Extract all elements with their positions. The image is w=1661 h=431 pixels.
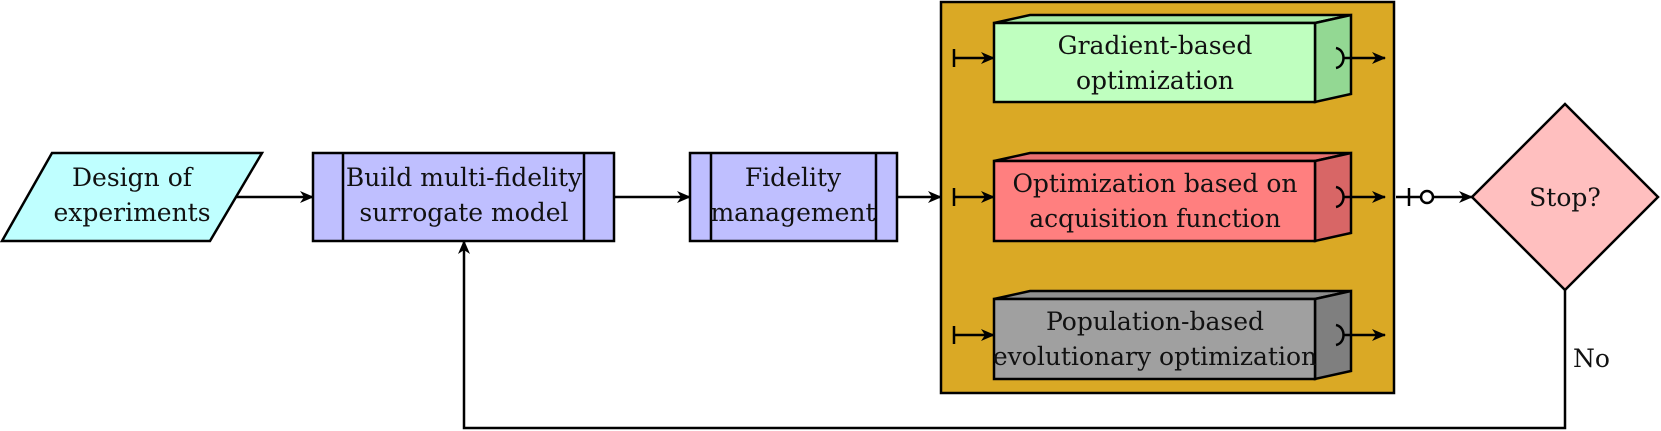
arrow-optimizers-to-stop <box>1396 188 1473 206</box>
acquisition-label-line2: acquisition function <box>1029 204 1281 233</box>
gradient-front-face <box>992 21 1317 104</box>
gradient-optimization-node: Gradient-based optimization <box>992 13 1353 104</box>
doe-shape <box>0 151 265 243</box>
surrogate-label-line2: surrogate model <box>359 198 568 227</box>
gradient-output-port <box>1335 46 1386 70</box>
gradient-label-line1: Gradient-based <box>1058 31 1253 60</box>
population-label-line1: Population-based <box>1046 307 1264 336</box>
surrogate-shape <box>311 151 616 243</box>
gradient-input-port <box>952 49 995 67</box>
population-front-face <box>992 297 1317 381</box>
acquisition-optimization-node: Optimization based on acquisition functi… <box>992 151 1353 243</box>
population-input-port <box>952 326 995 344</box>
doe-label-line1: Design of <box>72 163 194 192</box>
fidelity-label-line1: Fidelity <box>745 163 842 192</box>
population-output-port <box>1335 323 1386 347</box>
stop-decision-node: Stop? <box>1470 102 1660 292</box>
acquisition-output-port <box>1335 185 1386 209</box>
acquisition-label-line1: Optimization based on <box>1012 169 1297 198</box>
surrogate-model-node: Build multi-fidelity surrogate model <box>311 151 616 243</box>
acquisition-input-port <box>952 188 995 206</box>
feedback-loop-arrow <box>458 240 1567 430</box>
no-edge-label: No <box>1573 344 1610 373</box>
surrogate-label-line1: Build multi-fidelity <box>346 163 583 192</box>
fidelity-label-line2: management <box>710 198 875 227</box>
stop-label: Stop? <box>1529 183 1601 212</box>
doe-label-line2: experiments <box>53 198 210 227</box>
fidelity-management-node: Fidelity management <box>688 151 899 243</box>
population-optimization-node: Population-based evolutionary optimizati… <box>992 289 1353 381</box>
gradient-label-line2: optimization <box>1076 66 1234 95</box>
design-of-experiments-node: Design of experiments <box>0 151 265 243</box>
population-label-line2: evolutionary optimization <box>993 342 1317 371</box>
